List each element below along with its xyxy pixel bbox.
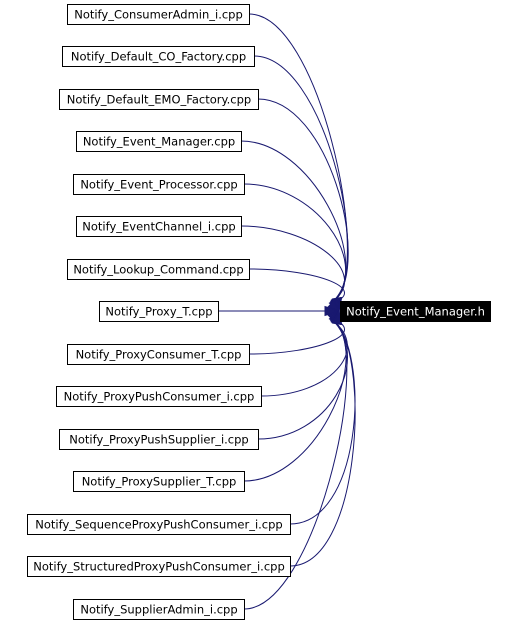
node-box <box>67 4 250 25</box>
edge-7 <box>248 268 345 312</box>
node-box <box>73 599 245 620</box>
source-node[interactable]: Notify_ProxySupplier_T.cpp <box>73 471 245 492</box>
edge-3 <box>257 98 349 313</box>
node-box <box>62 46 255 67</box>
edge-14 <box>289 309 356 567</box>
source-node[interactable]: Notify_EventChannel_i.cpp <box>76 216 242 237</box>
edge-line <box>257 98 349 299</box>
node-box <box>59 89 259 110</box>
edge-line <box>243 183 347 300</box>
node-label: Notify_Event_Manager.cpp <box>83 135 235 149</box>
edge-8 <box>218 305 341 317</box>
node-box <box>76 131 242 152</box>
node-box <box>76 216 242 237</box>
target-label: Notify_Event_Manager.h <box>346 305 485 319</box>
node-box <box>27 514 291 535</box>
target-node[interactable]: Notify_Event_Manager.h <box>340 301 491 322</box>
source-node[interactable]: Notify_Default_CO_Factory.cpp <box>62 46 255 67</box>
source-node[interactable]: Notify_ConsumerAdmin_i.cpp <box>67 4 250 25</box>
node-label: Notify_Default_CO_Factory.cpp <box>71 50 246 64</box>
node-label: Notify_Event_Processor.cpp <box>80 178 237 192</box>
source-node[interactable]: Notify_Event_Processor.cpp <box>73 174 245 195</box>
source-node[interactable]: Notify_ProxyPushConsumer_i.cpp <box>56 386 262 407</box>
edge-line <box>260 320 348 397</box>
edge-line <box>289 323 356 567</box>
edge-line <box>248 268 345 305</box>
node-box <box>27 556 291 577</box>
node-label: Notify_ProxySupplier_T.cpp <box>82 475 237 489</box>
edge-line <box>289 323 356 525</box>
node-label: Notify_Default_EMO_Factory.cpp <box>67 93 251 107</box>
edge-11 <box>257 309 348 440</box>
source-node[interactable]: Notify_Event_Manager.cpp <box>76 131 242 152</box>
source-node[interactable]: Notify_Lookup_Command.cpp <box>67 259 250 280</box>
node-box <box>59 429 259 450</box>
node-label: Notify_SequenceProxyPushConsumer_i.cpp <box>35 518 282 532</box>
edge-line <box>243 323 348 610</box>
source-node[interactable]: Notify_StructuredProxyPushConsumer_i.cpp <box>27 556 291 577</box>
edge-6 <box>240 225 346 313</box>
edge-line <box>240 140 347 300</box>
node-box <box>99 301 219 322</box>
source-node[interactable]: Notify_ProxyPushSupplier_i.cpp <box>59 429 259 450</box>
edge-1 <box>248 13 348 313</box>
node-box <box>67 259 250 280</box>
source-node[interactable]: Notify_ProxyConsumer_T.cpp <box>67 344 250 365</box>
node-label: Notify_Proxy_T.cpp <box>105 305 212 319</box>
node-label: Notify_EventChannel_i.cpp <box>82 220 235 234</box>
node-box <box>73 174 245 195</box>
node-label: Notify_ProxyPushConsumer_i.cpp <box>64 390 255 404</box>
node-label: Notify_ProxyConsumer_T.cpp <box>76 348 242 362</box>
edge-line <box>248 317 346 355</box>
edge-line <box>240 225 346 302</box>
source-node[interactable]: Notify_SequenceProxyPushConsumer_i.cpp <box>27 514 291 535</box>
node-box <box>67 344 250 365</box>
node-label: Notify_Lookup_Command.cpp <box>73 263 243 277</box>
node-label: Notify_ConsumerAdmin_i.cpp <box>74 8 243 22</box>
edge-5 <box>243 183 347 313</box>
node-label: Notify_ProxyPushSupplier_i.cpp <box>69 433 248 447</box>
edge-9 <box>248 310 346 355</box>
nodes: Notify_ConsumerAdmin_i.cppNotify_Default… <box>27 4 491 620</box>
source-node[interactable]: Notify_Default_EMO_Factory.cpp <box>59 89 259 110</box>
node-box <box>73 471 245 492</box>
source-node[interactable]: Notify_SupplierAdmin_i.cpp <box>73 599 245 620</box>
node-label: Notify_SupplierAdmin_i.cpp <box>80 603 237 617</box>
node-box <box>56 386 262 407</box>
source-node[interactable]: Notify_Proxy_T.cpp <box>99 301 219 322</box>
edges <box>218 13 356 610</box>
node-box <box>340 301 491 322</box>
node-label: Notify_StructuredProxyPushConsumer_i.cpp <box>33 560 285 574</box>
